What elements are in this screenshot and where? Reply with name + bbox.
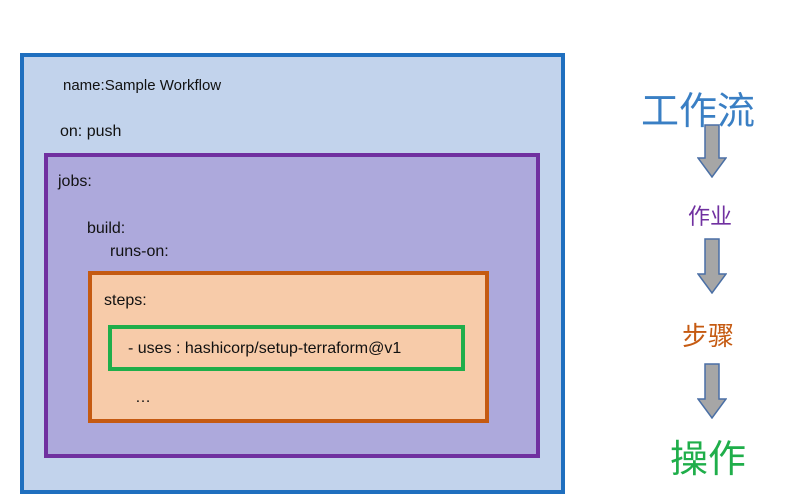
down-arrow-icon <box>697 363 727 419</box>
steps-label: steps: <box>104 292 147 309</box>
workflow-name-text: name:Sample Workflow <box>63 77 222 94</box>
legend-workflow-label: 工作流 <box>641 91 756 133</box>
on-trigger-text: on: push <box>60 123 122 140</box>
down-arrow-icon <box>697 238 727 294</box>
legend-step-label: 步骤 <box>682 321 735 351</box>
legend-job-label: 作业 <box>688 204 733 229</box>
jobs-label: jobs: <box>58 173 92 190</box>
runs-on-label: runs-on: <box>110 243 169 260</box>
legend-action-label: 操作 <box>670 439 747 481</box>
down-arrow-icon <box>697 124 727 178</box>
action-box <box>108 325 465 371</box>
build-label: build: <box>87 220 126 237</box>
ellipsis-text: … <box>135 389 151 406</box>
uses-action-text: - uses : hashicorp/setup-terraform@v1 <box>128 340 402 357</box>
